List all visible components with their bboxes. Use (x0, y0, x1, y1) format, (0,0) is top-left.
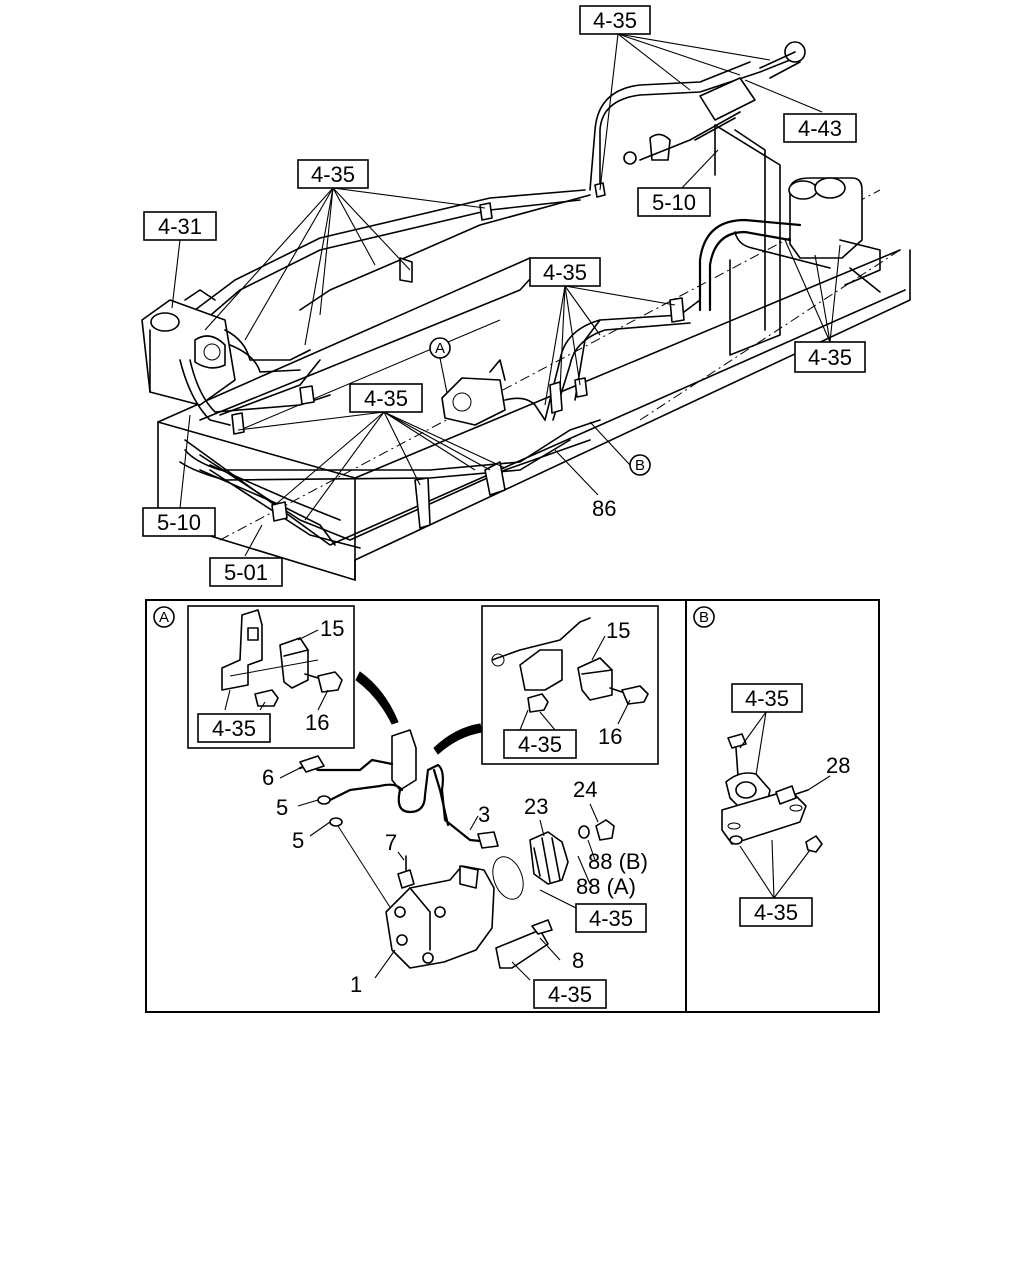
ref-box-4-31: 4-31 (143, 211, 217, 241)
ref-box-4-35-right: 4-35 (794, 341, 866, 373)
ref-label: 5-10 (157, 510, 201, 535)
upper-leader-lines (171, 33, 841, 557)
detail-A-inset-left (187, 605, 355, 749)
ref-label: 4-35 (543, 260, 587, 285)
ref-box-5-10-left: 5-10 (142, 507, 216, 537)
detail-A-pump-assembly (279, 729, 615, 981)
part-number-5-lower: 5 (292, 828, 304, 853)
callout-letter: B (635, 457, 645, 474)
ref-box-5-01: 5-01 (209, 557, 283, 587)
ref-label: 4-35 (311, 162, 355, 187)
ref-box-detailA-gear: 4-35 (575, 903, 647, 933)
ref-label: 4-35 (548, 982, 592, 1007)
ref-label: 4-35 (593, 8, 637, 33)
chassis-assembly-drawing (141, 41, 911, 581)
ref-label: 4-35 (212, 716, 256, 741)
part-number-24: 24 (573, 777, 597, 802)
ref-box-4-35-mid: 4-35 (529, 257, 601, 287)
part-number-15-right: 15 (606, 618, 630, 643)
callout-B-panel: B (693, 606, 715, 628)
ref-box-detailA-right: 4-35 (503, 729, 577, 759)
ref-box-detailB-top: 4-35 (731, 683, 803, 713)
callout-letter: A (159, 609, 169, 626)
ref-label: 4-35 (754, 900, 798, 925)
part-number-88b: 88 (B) (588, 849, 648, 874)
callout-A-panel: A (153, 606, 175, 628)
inset-pointer-arrows (355, 671, 483, 755)
part-number-8: 8 (572, 948, 584, 973)
ref-box-top-4-35: 4-35 (579, 5, 651, 35)
part-number-16-left: 16 (305, 710, 329, 735)
ref-label: 5-01 (224, 560, 268, 585)
ref-label: 4-35 (808, 345, 852, 370)
part-number-3: 3 (478, 802, 490, 827)
part-number-15-left: 15 (320, 616, 344, 641)
part-number-7: 7 (385, 830, 397, 855)
ref-label: 4-35 (589, 906, 633, 931)
ref-label: 4-31 (158, 214, 202, 239)
callout-letter: B (699, 609, 709, 626)
detail-B-clamp-assembly (721, 711, 831, 899)
detail-panel-frame (145, 599, 880, 1013)
part-number-1: 1 (350, 972, 362, 997)
callout-A-main: A (429, 337, 451, 359)
callout-letter: A (435, 340, 445, 357)
ref-label: 4-35 (364, 386, 408, 411)
part-number-28: 28 (826, 753, 850, 778)
part-number-16-right: 16 (598, 724, 622, 749)
ref-box-4-35-center: 4-35 (349, 383, 423, 413)
ref-box-detailA-bottom: 4-35 (533, 979, 607, 1009)
ref-box-4-43: 4-43 (783, 113, 857, 143)
part-number-88a: 88 (A) (576, 874, 636, 899)
ref-label: 4-35 (745, 686, 789, 711)
part-number-5-upper: 5 (276, 795, 288, 820)
part-number-23: 23 (524, 794, 548, 819)
ref-label: 5-10 (652, 190, 696, 215)
callout-B-main: B (629, 454, 651, 476)
ref-box-detailB-bottom: 4-35 (739, 897, 813, 927)
ref-label: 4-35 (518, 732, 562, 757)
ref-label: 4-43 (798, 116, 842, 141)
part-number-86: 86 (592, 496, 616, 521)
ref-box-4-35-upper-left: 4-35 (297, 159, 369, 189)
ref-box-5-10-right: 5-10 (637, 187, 711, 217)
ref-box-detailA-left: 4-35 (197, 713, 271, 743)
part-number-6: 6 (262, 765, 274, 790)
